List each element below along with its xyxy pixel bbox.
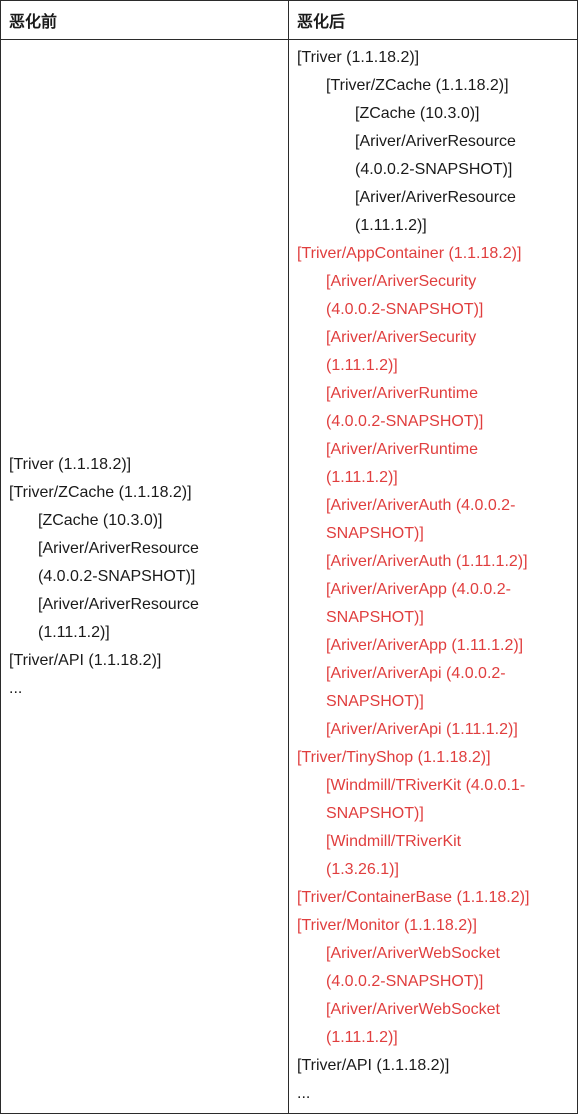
after-dependency-line: [Ariver/AriverApi (4.0.0.2- [326, 665, 506, 682]
after-dependency-line: [Triver/AppContainer (1.1.18.2)] [297, 245, 522, 262]
after-dependency-line: [Windmill/TRiverKit (4.0.0.1- [326, 777, 526, 794]
before-cell: [Triver (1.1.18.2)] [Triver/ZCache (1.1.1… [0, 39, 289, 1114]
after-dependency-line: [Ariver/AriverApi (1.11.1.2)] [326, 721, 518, 738]
after-dependency-line: [ZCache (10.3.0)] [355, 105, 480, 122]
after-dependency-line: [Ariver/AriverWebSocket [326, 1001, 500, 1018]
after-dependency-line: [Ariver/AriverWebSocket [326, 945, 500, 962]
content-row: [Triver (1.1.18.2)] [Triver/ZCache (1.1.1… [0, 39, 578, 1114]
after-dependency-line: [Ariver/AriverApp (1.11.1.2)] [326, 637, 524, 654]
after-dependency-line: [Triver/TinyShop (1.1.18.2)] [297, 749, 491, 766]
after-dependency-line: (4.0.0.2-SNAPSHOT)] [326, 301, 484, 318]
after-dependency-line: [Triver/ZCache (1.1.18.2)] [326, 77, 509, 94]
after-dependency-line: [Ariver/AriverApp (4.0.0.2- [326, 581, 511, 598]
after-dependency-line: (4.0.0.2-SNAPSHOT)] [326, 973, 484, 990]
after-dependency-line: SNAPSHOT)] [326, 609, 424, 626]
after-dependency-line: (1.11.1.2)] [326, 357, 398, 374]
after-dependency-line: [Ariver/AriverResource [355, 133, 516, 150]
before-dependency-line: (4.0.0.2-SNAPSHOT)] [38, 567, 196, 585]
after-dependency-line: [Ariver/AriverSecurity [326, 273, 477, 290]
after-dependency-line: (4.0.0.2-SNAPSHOT)] [326, 413, 484, 430]
after-dependency-line: [Ariver/AriverResource [355, 189, 516, 206]
before-dependency-line: [ZCache (10.3.0)] [38, 511, 163, 529]
after-dependency-line: SNAPSHOT)] [326, 525, 424, 542]
before-dependency-line: [Triver/ZCache (1.1.18.2)] [9, 483, 192, 501]
after-dependency-line: SNAPSHOT)] [326, 805, 424, 822]
after-dependency-line: [Ariver/AriverAuth (4.0.0.2- [326, 497, 516, 514]
after-dependency-line: (1.3.26.1)] [326, 861, 399, 878]
before-dependency-line: [Ariver/AriverResource [38, 595, 199, 613]
after-dependency-line: [Triver (1.1.18.2)] [297, 49, 420, 66]
after-cell: [Triver (1.1.18.2)] [Triver/ZCache (1.1.1… [288, 39, 578, 1114]
header-after: 恶化后 [288, 0, 578, 40]
after-dependency-line: ... [297, 1085, 311, 1102]
after-dependency-line: [Triver/ContainerBase (1.1.18.2)] [297, 889, 530, 906]
after-dependency-line: (1.11.1.2)] [326, 469, 398, 486]
before-dependency-line: [Triver/API (1.1.18.2)] [9, 651, 162, 669]
before-dependency-line: (1.11.1.2)] [38, 623, 110, 641]
header-before: 恶化前 [0, 0, 289, 40]
header-row: 恶化前 恶化后 [0, 0, 578, 40]
before-dependency-line: [Triver (1.1.18.2)] [9, 455, 132, 473]
after-dependency-line: [Triver/Monitor (1.1.18.2)] [297, 917, 477, 934]
after-dependency-line: SNAPSHOT)] [326, 693, 424, 710]
after-dependency-line: [Triver/API (1.1.18.2)] [297, 1057, 450, 1074]
after-dependency-line: (1.11.1.2)] [355, 217, 427, 234]
after-dependency-line: [Windmill/TRiverKit [326, 833, 462, 850]
after-dependency-line: (1.11.1.2)] [326, 1029, 398, 1046]
after-dependency-line: [Ariver/AriverRuntime [326, 385, 479, 402]
after-dependency-line: [Ariver/AriverRuntime [326, 441, 479, 458]
after-dependency-line: [Ariver/AriverAuth (1.11.1.2)] [326, 553, 528, 570]
after-dependency-line: (4.0.0.2-SNAPSHOT)] [355, 161, 513, 178]
after-dependency-line: [Ariver/AriverSecurity [326, 329, 477, 346]
before-dependency-line: ... [9, 679, 23, 697]
before-dependency-line: [Ariver/AriverResource [38, 539, 199, 557]
